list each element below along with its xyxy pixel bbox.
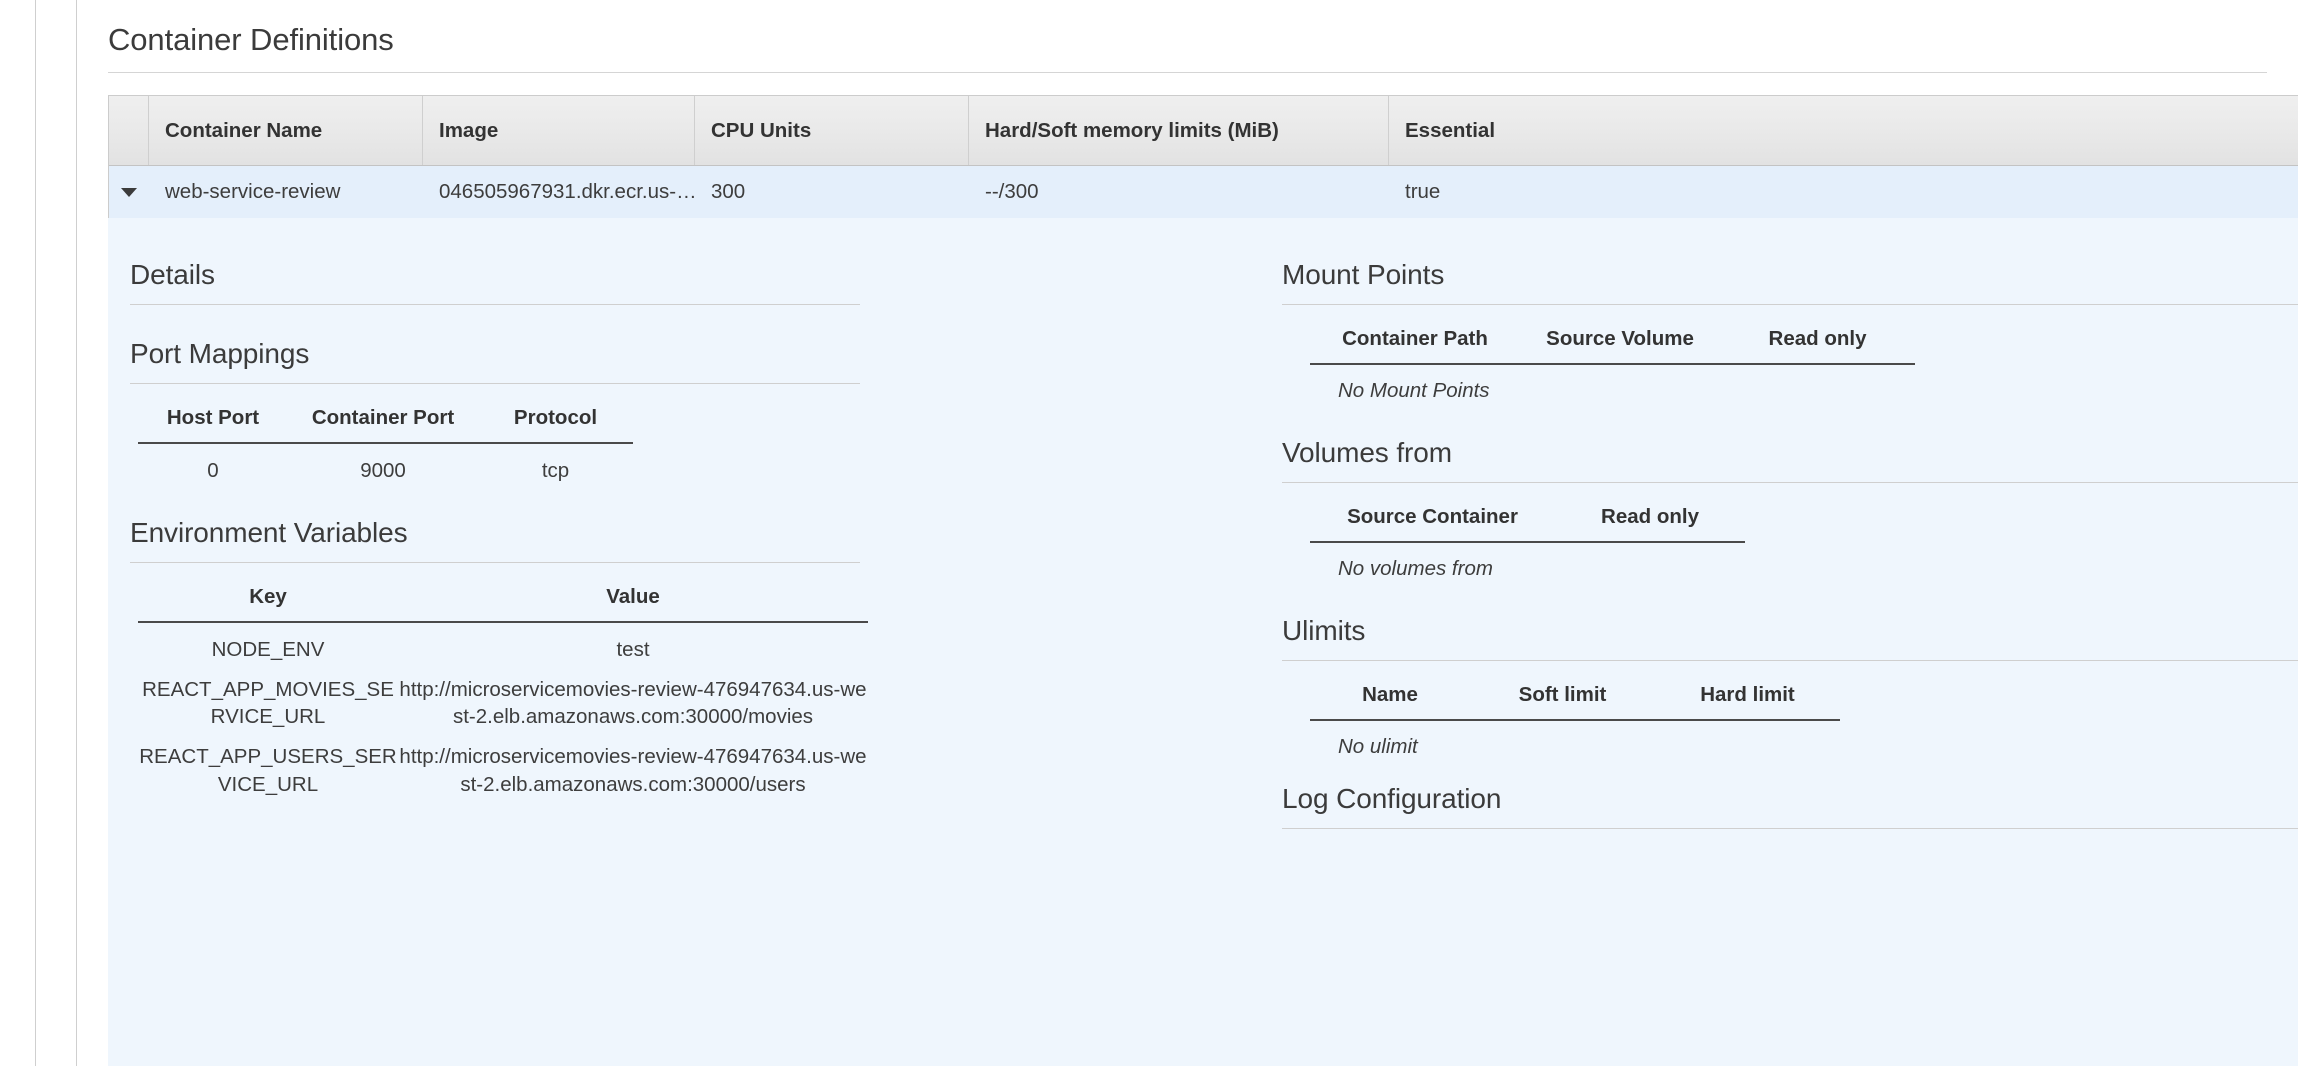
environment-variables-row: NODE_ENV test [138,622,868,663]
table-row[interactable]: web-service-review 046505967931.dkr.ecr.… [109,166,2298,218]
page-title: Container Definitions [108,22,394,57]
main-content: Container Definitions Container Name Ima… [77,0,2298,1066]
environment-variables-section: Environment Variables Key Value NODE_ENV [130,510,1261,798]
port-mappings-cell-host-port: 0 [207,458,219,482]
cell-container-name: web-service-review [165,180,341,203]
volumes-from-column-source-container: Source Container [1310,504,1555,543]
ulimits-column-soft-limit: Soft limit [1470,682,1655,721]
row-expand-toggle[interactable] [109,166,149,218]
column-header-cpu-units[interactable]: CPU Units [695,96,969,165]
mount-points-table: Container Path Source Volume Read only N… [1310,326,1915,404]
left-chrome-rail-inner [76,0,77,1066]
port-mappings-column-host-port: Host Port [138,405,288,444]
ulimits-table: Name Soft limit Hard limit No ulimit [1310,682,1840,760]
volumes-from-heading: Volumes from [1282,437,1452,469]
caret-down-icon[interactable] [121,187,137,197]
log-configuration-section: Log Configuration [1282,776,2298,829]
port-mappings-section: Port Mappings Host Port Container Port P… [130,331,1261,484]
left-chrome-rail-outer [35,0,36,1066]
cell-essential: true [1405,180,1441,203]
page-header: Container Definitions [77,0,2298,58]
ulimits-column-name: Name [1310,682,1470,721]
volumes-from-section: Volumes from Source Container Read only … [1282,430,2298,582]
environment-variable-key: REACT_APP_USERS_SERVICE_URL [139,745,397,796]
ulimits-heading: Ulimits [1282,615,1366,647]
environment-variables-row: REACT_APP_MOVIES_SERVICE_URL http://micr… [138,663,868,731]
mount-points-header-row: Container Path Source Volume Read only [1310,326,1915,365]
container-detail-panel: Details Port Mappings Host Port Containe… [108,218,2298,1066]
port-mappings-column-container-port: Container Port [288,405,478,444]
port-mappings-divider [130,382,860,384]
volumes-from-empty-message: No volumes from [1338,556,1493,580]
cell-image: 046505967931.dkr.ecr.us-… [439,180,695,203]
environment-variables-column-key: Key [138,584,398,623]
environment-variables-column-value: Value [398,584,868,623]
ulimits-header-row: Name Soft limit Hard limit [1310,682,1840,721]
port-mappings-cell-protocol: tcp [541,458,570,482]
column-header-spacer [1729,96,2298,165]
ulimits-section: Ulimits Name Soft limit Hard limit [1282,608,2298,760]
environment-variables-header-row: Key Value [138,584,868,623]
container-definitions-table: Container Name Image CPU Units Hard/Soft… [108,95,2298,218]
volumes-from-divider [1282,481,2298,483]
ulimits-empty-row: No ulimit [1310,720,1840,760]
port-mappings-column-protocol: Protocol [478,405,633,444]
environment-variables-table: Key Value NODE_ENV test REACT_APP_MOVIES… [138,584,868,798]
detail-right-column: Mount Points Container Path Source Volum… [1261,218,2298,1066]
mount-points-column-container-path: Container Path [1310,326,1520,365]
log-configuration-divider [1282,827,2298,829]
cell-memory-limits: --/300 [985,180,1039,203]
column-header-essential[interactable]: Essential [1405,118,1496,142]
details-heading: Details [130,259,215,290]
details-section: Details [130,252,1261,305]
environment-variables-heading: Environment Variables [130,516,408,548]
column-header-container-name[interactable]: Container Name [149,96,423,165]
environment-variables-row: REACT_APP_USERS_SERVICE_URL http://micro… [138,730,868,798]
port-mappings-heading: Port Mappings [130,337,310,369]
log-configuration-heading: Log Configuration [1282,783,1502,815]
port-mappings-table: Host Port Container Port Protocol 0 9000… [138,405,633,484]
detail-left-column: Details Port Mappings Host Port Containe… [108,218,1261,1066]
mount-points-empty-message: No Mount Points [1338,378,1490,402]
mount-points-divider [1282,303,2298,305]
column-header-image[interactable]: Image [423,96,695,165]
table-header-row: Container Name Image CPU Units Hard/Soft… [109,96,2298,166]
environment-variable-value: http://microservicemovies-review-4769476… [399,677,867,729]
environment-variables-divider [130,561,860,563]
mount-points-heading: Mount Points [1282,259,1445,290]
mount-points-column-read-only: Read only [1720,326,1915,365]
environment-variable-key: REACT_APP_MOVIES_SERVICE_URL [142,677,394,729]
cell-spacer [1729,166,2298,218]
port-mappings-cell-container-port: 9000 [360,458,406,482]
ulimits-column-hard-limit: Hard limit [1655,682,1840,721]
mount-points-section: Mount Points Container Path Source Volum… [1282,252,2298,404]
port-mappings-header-row: Host Port Container Port Protocol [138,405,633,444]
ulimits-empty-message: No ulimit [1338,734,1418,758]
details-divider [130,303,860,305]
volumes-from-header-row: Source Container Read only [1310,504,1745,543]
ulimits-divider [1282,659,2298,661]
volumes-from-empty-row: No volumes from [1310,542,1745,582]
port-mappings-row: 0 9000 tcp [138,443,633,484]
mount-points-empty-row: No Mount Points [1310,364,1915,404]
column-header-toggle[interactable] [109,96,149,165]
environment-variable-key: NODE_ENV [211,637,325,661]
page-title-divider [108,71,2267,73]
environment-variable-value: http://microservicemovies-review-4769476… [399,745,867,796]
volumes-from-table: Source Container Read only No volumes fr… [1310,504,1745,582]
mount-points-column-source-volume: Source Volume [1520,326,1720,365]
cell-cpu-units: 300 [711,180,746,203]
volumes-from-column-read-only: Read only [1555,504,1745,543]
column-header-memory-limits[interactable]: Hard/Soft memory limits (MiB) [969,96,1389,165]
environment-variable-value: test [616,637,650,661]
